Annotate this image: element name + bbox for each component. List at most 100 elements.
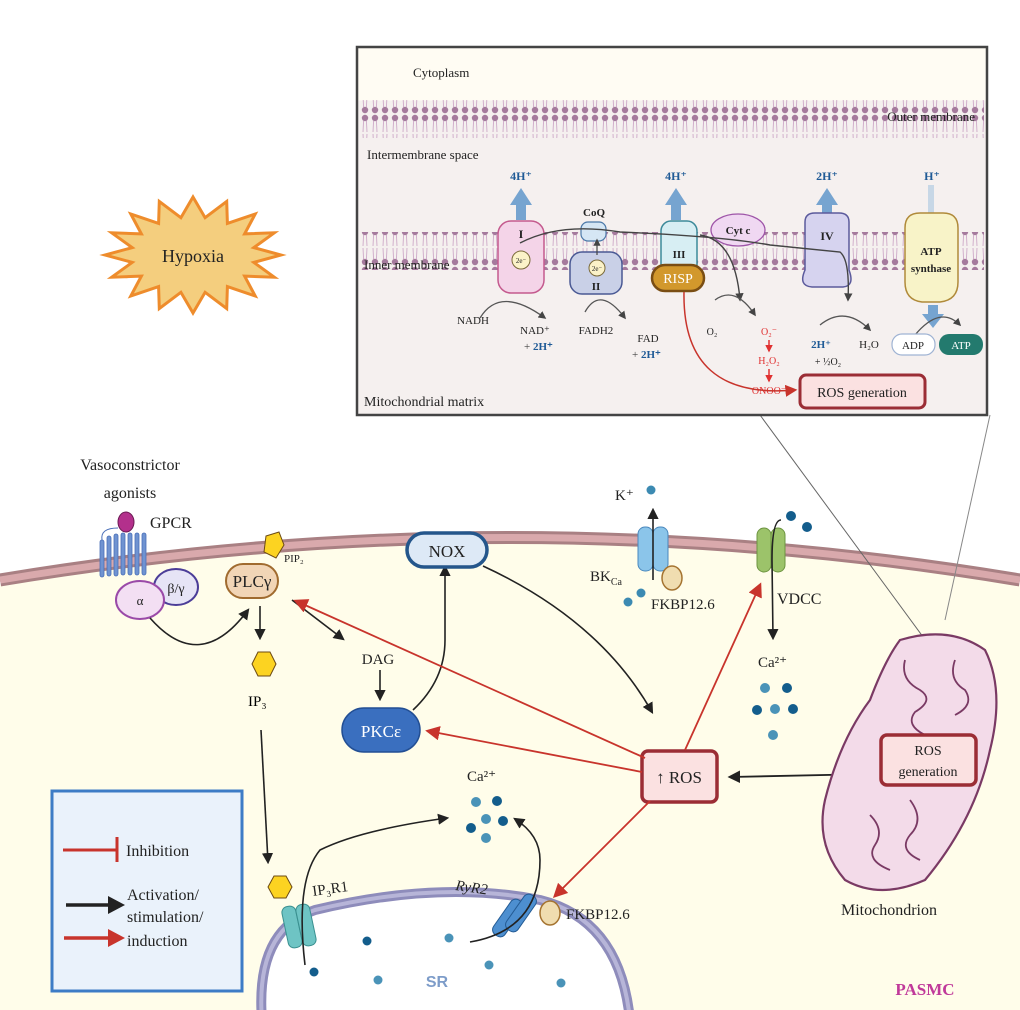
plc-gamma: PIP₂ PLCγ xyxy=(225,531,304,599)
svg-text:K⁺: K⁺ xyxy=(615,488,634,504)
mitochondrion: ROS generation Mitochondrion xyxy=(821,633,998,919)
svg-text:PKCε: PKCε xyxy=(361,722,401,741)
svg-text:BKCa: BKCa xyxy=(590,569,623,588)
complex-i: I 2e⁻ xyxy=(497,220,545,294)
arrow-ros-to-plc xyxy=(293,599,646,759)
cytoplasm-label: Cytoplasm xyxy=(413,65,469,80)
svg-text:I: I xyxy=(519,227,524,241)
atp-synthase: ATP synthase xyxy=(904,212,959,328)
svg-text:PLCγ: PLCγ xyxy=(233,572,272,591)
svg-text:RyR2: RyR2 xyxy=(453,878,489,899)
c4-protons-label: 2H⁺ xyxy=(811,339,831,351)
g-protein: β/γ α xyxy=(115,568,199,620)
svg-text:ROS: ROS xyxy=(914,744,941,759)
svg-text:VDCC: VDCC xyxy=(777,591,821,608)
fad-protons-label: + 2H⁺ xyxy=(632,349,661,361)
proton-label-c3: 4H⁺ xyxy=(665,169,687,183)
svg-text:Cyt c: Cyt c xyxy=(726,225,751,237)
svg-text:ATP: ATP xyxy=(920,246,941,258)
proton-label-c4: 2H⁺ xyxy=(816,169,838,183)
nad-protons-label: + 2H⁺ xyxy=(524,341,553,353)
ip3-bound-icon xyxy=(267,875,293,899)
mitochondria-inset: Cytoplasm Outer membrane Intermembrane s… xyxy=(355,45,989,417)
outer-membrane xyxy=(360,100,984,138)
svg-text:α: α xyxy=(137,593,144,608)
svg-text:IP₃R1: IP₃R1 xyxy=(311,879,349,900)
outer-membrane-label: Outer membrane xyxy=(887,109,975,124)
complex-iii: III RISP xyxy=(650,220,706,293)
arrow-ip3r1-ca-release xyxy=(301,813,450,966)
inset-ros-generation-box xyxy=(798,373,927,410)
nad-label: NAD⁺ xyxy=(520,325,550,337)
mitochondrion-label: Mitochondrion xyxy=(841,902,937,919)
gpcr-receptor: GPCR xyxy=(99,511,192,578)
arrow-ryr2-ca-release xyxy=(469,817,541,943)
potassium-ion-icon xyxy=(646,485,656,495)
peroxynitrite-label: ONOO⁻ xyxy=(752,386,786,397)
svg-text:2e⁻: 2e⁻ xyxy=(592,265,603,273)
inset-connector-lines xyxy=(759,414,991,661)
ip3-hexagon-icon xyxy=(251,651,277,677)
svg-text:IV: IV xyxy=(820,229,834,243)
arrow-nox-to-ros xyxy=(482,565,654,714)
svg-text:PIP₂: PIP₂ xyxy=(284,553,304,565)
ryr2-channel: RyR2 FKBP12.6 xyxy=(453,878,630,938)
dag-label: DAG xyxy=(362,652,395,668)
svg-text:NOX: NOX xyxy=(429,542,466,561)
arrow-ip3-to-ip3r1 xyxy=(260,729,274,865)
svg-text:↑ ROS: ↑ ROS xyxy=(656,768,702,787)
svg-text:β/γ: β/γ xyxy=(167,582,184,597)
inner-membrane-label: Inner membrane xyxy=(364,257,450,272)
matrix-label: Mitochondrial matrix xyxy=(364,395,484,410)
svg-text:ADP: ADP xyxy=(902,340,924,352)
proton-pump-arrows xyxy=(510,185,934,230)
pasmc-label: PASMC xyxy=(895,980,954,999)
adp-badge xyxy=(891,333,936,356)
svg-text:2e⁻: 2e⁻ xyxy=(516,257,527,265)
svg-text:ATP: ATP xyxy=(951,340,971,352)
calcium-cluster: Ca²⁺ xyxy=(466,769,508,843)
arrow-galpha-to-plc xyxy=(149,608,250,646)
ip3r1-channel: IP₃R1 xyxy=(281,879,349,949)
arrow-ros-to-fkbp xyxy=(552,800,651,899)
oxygen-label: O₂ xyxy=(707,327,718,338)
vdcc-channel: VDCC Ca²⁺ xyxy=(752,511,821,740)
svg-text:Ca²⁺: Ca²⁺ xyxy=(467,769,496,785)
svg-text:FKBP12.6: FKBP12.6 xyxy=(651,597,715,613)
svg-text:ROS generation: ROS generation xyxy=(817,386,907,401)
svg-text:II: II xyxy=(592,281,601,293)
svg-text:SR: SR xyxy=(426,974,449,991)
svg-text:FKBP12.6: FKBP12.6 xyxy=(566,907,630,923)
nox-enzyme: NOX xyxy=(405,531,489,569)
bkca-channel: K⁺ BKCa FKBP12.6 xyxy=(590,485,715,613)
proton-label-atp: H⁺ xyxy=(924,169,940,183)
svg-text:Ca²⁺: Ca²⁺ xyxy=(758,655,787,671)
svg-text:GPCR: GPCR xyxy=(150,515,192,532)
fkbp-ryr-icon xyxy=(539,900,561,926)
svg-text:Activation/: Activation/ xyxy=(127,887,200,904)
arrow-ros-to-vdcc xyxy=(684,582,762,751)
legend: Inhibition Activation/ stimulation/ indu… xyxy=(50,789,244,993)
cytochrome-c: Cyt c xyxy=(710,213,766,247)
svg-text:III: III xyxy=(673,249,686,261)
atp-badge xyxy=(939,334,983,355)
svg-text:CoQ: CoQ xyxy=(583,207,605,219)
agonists-label-2: agonists xyxy=(104,485,156,502)
hypoxia-burst: Hypoxia xyxy=(99,194,287,316)
intermembrane-space-label: Intermembrane space xyxy=(367,147,479,162)
arrow-pkc-to-nox xyxy=(412,564,451,711)
fad-label: FAD xyxy=(637,333,658,345)
coenzyme-q: CoQ xyxy=(580,207,607,242)
agonists-label: Vasoconstrictor xyxy=(80,457,180,474)
superoxide-label: O₂⁻ xyxy=(761,327,777,338)
legend-inhibition-label: Inhibition xyxy=(126,843,189,860)
h2o2-label: H₂O₂ xyxy=(758,356,779,367)
svg-text:Hypoxia: Hypoxia xyxy=(162,246,224,266)
ros-increase-box: ↑ ROS xyxy=(640,749,719,804)
half-oxygen-label: + ½O₂ xyxy=(815,357,841,368)
ip3-label: IP₃ xyxy=(248,694,267,710)
arrow-ros-to-pkc xyxy=(425,726,643,773)
fkbp-bkca-icon xyxy=(661,565,683,591)
electron-icon xyxy=(511,250,531,270)
